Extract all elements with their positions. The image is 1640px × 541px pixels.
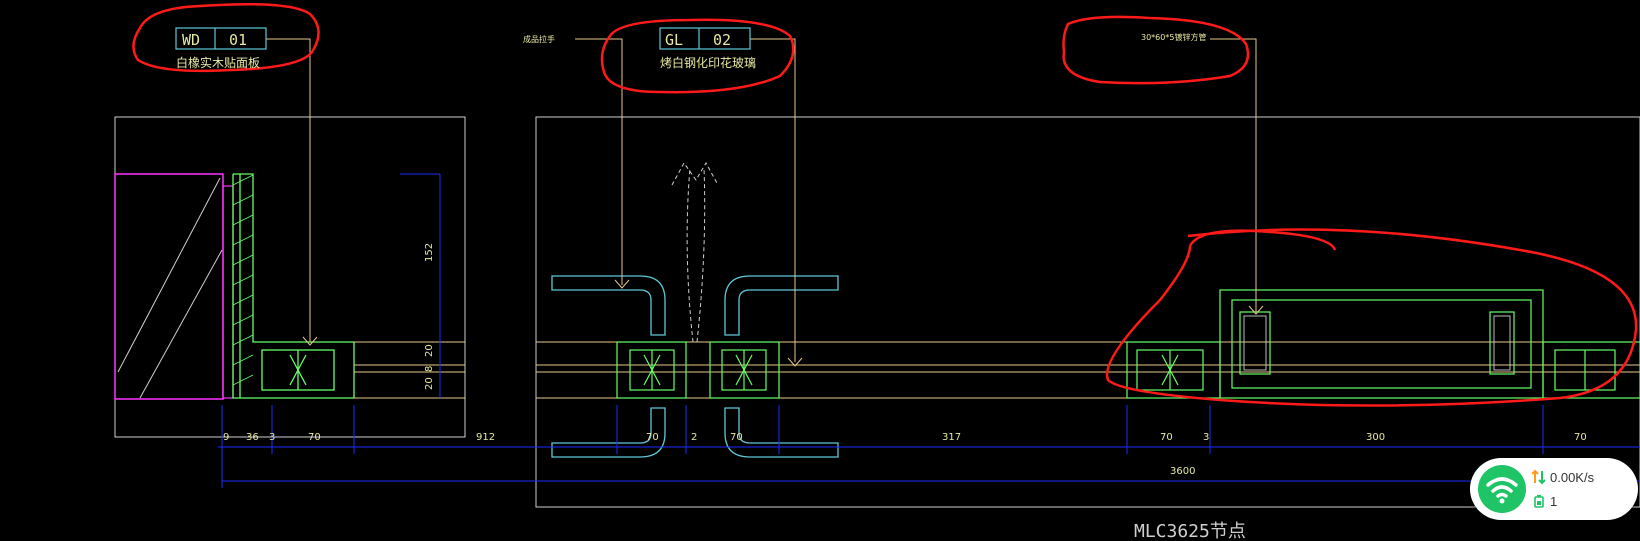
dim-20-b: 20 (424, 377, 435, 390)
note-tube: 30*60*5镀锌方管 (1141, 32, 1206, 42)
tag-wd-desc: 白橡实木贴面板 (176, 55, 260, 70)
tag-gl-desc: 烤白钢化印花玻璃 (660, 55, 756, 70)
sim-icon (1534, 495, 1544, 508)
tag-wd-num: 01 (229, 31, 247, 49)
dim-70-b: 70 (646, 432, 659, 443)
leader-lines (266, 38, 1264, 367)
drawing-title: MLC3625节点 (1134, 521, 1246, 541)
tag-wd-code: WD (182, 31, 200, 49)
tag-wd01 (175, 27, 267, 50)
tag-gl-code: GL (665, 31, 683, 49)
tube-inner-frame (1243, 315, 1511, 371)
dimension-lines (218, 173, 1640, 488)
dim-3-a: 3 (269, 432, 275, 443)
door-center-section (616, 341, 780, 399)
note-handle: 成品拉手 (523, 34, 555, 44)
dim-20-a: 20 (424, 344, 435, 357)
dim-70-d: 70 (1160, 432, 1173, 443)
wifi-icon (1478, 465, 1526, 513)
network-speed-widget[interactable]: 0.00K/s 1 (1470, 458, 1638, 520)
dim-36: 36 (246, 432, 259, 443)
swing-arrow (671, 161, 719, 343)
dim-8: 8 (424, 366, 435, 372)
wall-section (114, 173, 234, 400)
dim-152: 152 (424, 243, 435, 262)
dim-3600: 3600 (1170, 466, 1195, 477)
dim-300: 300 (1366, 432, 1385, 443)
tag-gl-num: 02 (713, 31, 731, 49)
dim-70-a: 70 (308, 432, 321, 443)
review-markups (132, 2, 1638, 407)
tag-gl02 (659, 27, 751, 50)
view-frames (114, 116, 1640, 508)
dim-9: 9 (223, 432, 229, 443)
wood-panel (232, 173, 355, 399)
door-handles (551, 275, 839, 458)
dim-70-c: 70 (730, 432, 743, 443)
tube-section (1126, 289, 1640, 399)
glass-lines (354, 341, 1640, 399)
dim-317: 317 (942, 432, 961, 443)
dim-912: 912 (476, 432, 495, 443)
dim-3-b: 3 (1203, 432, 1209, 443)
updown-arrows-icon (1532, 469, 1546, 485)
network-speed: 0.00K/s (1550, 470, 1595, 485)
dim-2: 2 (691, 432, 697, 443)
dim-70-e: 70 (1574, 432, 1587, 443)
connection-count: 1 (1550, 494, 1558, 509)
